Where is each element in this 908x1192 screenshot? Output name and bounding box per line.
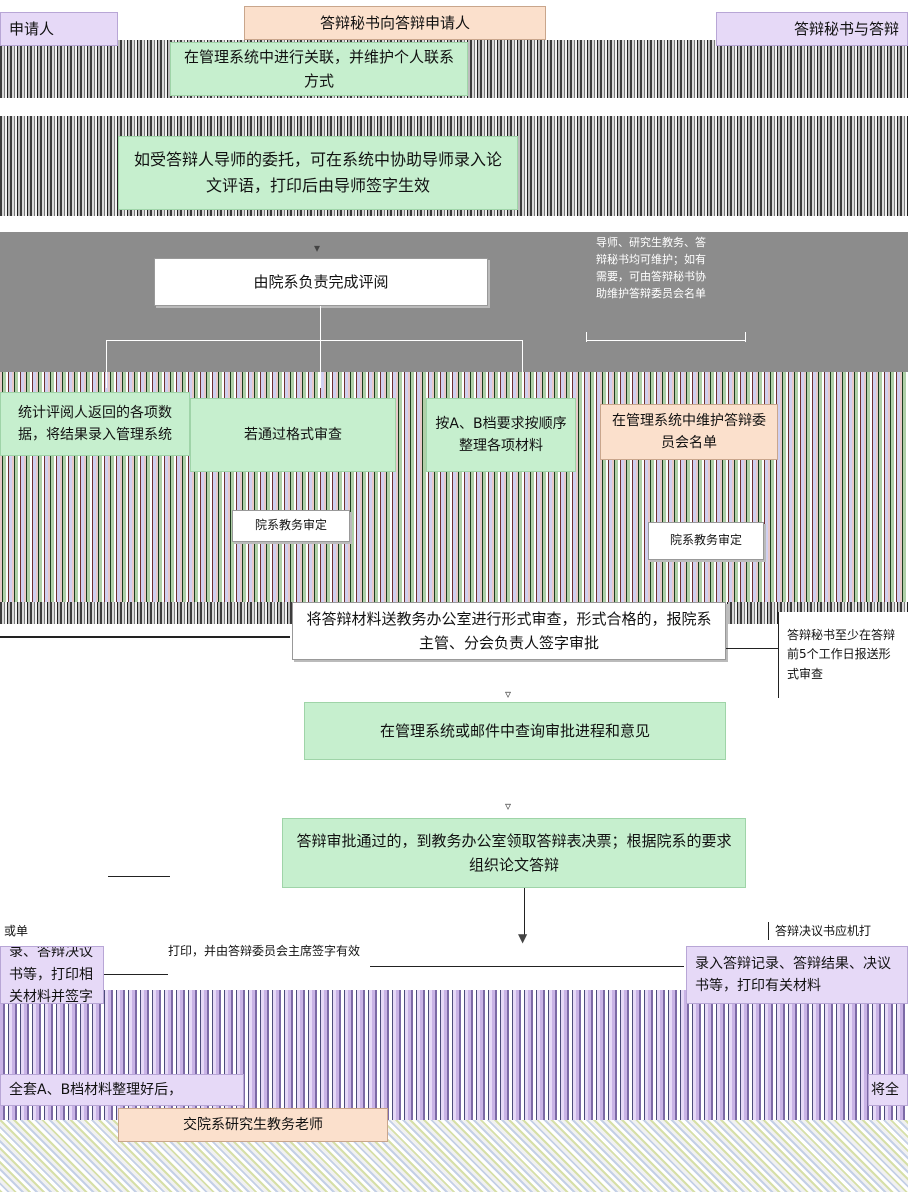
left-dash-line (0, 636, 290, 638)
format-check-box: 若通过格式审查 (190, 398, 396, 472)
format-check-text: 若通过格式审查 (244, 426, 342, 443)
hand-over-text: 交院系研究生教务老师 (183, 1116, 323, 1133)
branch-connector (106, 340, 522, 341)
sign-note-connector (104, 974, 168, 975)
ab-order-box: 按A、B档要求按顺序整理各项材料 (426, 398, 576, 472)
secretary-cut-text: 答辩秘书与答辩 (793, 20, 899, 38)
branch-connector (320, 340, 321, 388)
sign-note: 打印，并由答辩委员会主席签字有效 (168, 942, 368, 960)
arrow-down-icon: ▼ (518, 931, 528, 945)
stats-text: 统计评阅人返回的各项数据，将结果录入管理系统 (18, 404, 172, 443)
dept-approve-box-1: 院系教务审定 (232, 510, 350, 542)
down-connector (524, 888, 525, 936)
send-office-box: 将答辩材料送教务办公室进行形式审查，形式合格的，报院系主管、分会负责人签字审批 (292, 602, 726, 660)
dept-approve-text-1: 院系教务审定 (254, 518, 327, 533)
link-system-text: 在管理系统中进行关联，并维护个人联系方式 (183, 48, 454, 90)
organize-defense-text: 答辩审批通过的，到教务办公室领取答辩表决票；根据院系的要求组织论文答辩 (296, 832, 732, 874)
submit-note-text: 答辩秘书至少在答辩前5个工作日报送形式审查 (787, 628, 896, 681)
decision-note: 答辩决议书应机打 (768, 922, 908, 940)
dept-approve-box-2: 院系教务审定 (648, 522, 764, 560)
review-label-text: 或单 (4, 924, 29, 938)
archive-right-text: 将全 (871, 1081, 899, 1098)
ab-order-text: 按A、B档要求按顺序整理各项材料 (435, 415, 567, 454)
left-record-text: 录、答辩决议书等，打印相关材料并签字 (9, 946, 93, 1004)
top-cut-box: 答辩秘书向答辩申请人 (244, 6, 546, 40)
archive-left-box: 全套A、B档材料整理好后， (0, 1074, 244, 1106)
maintain-committee-box: 在管理系统中维护答辩委员会名单 (600, 404, 778, 460)
note-bracket-right (745, 332, 746, 342)
maintain-committee-text: 在管理系统中维护答辩委员会名单 (612, 412, 766, 451)
dept-approve-text-2: 院系教务审定 (669, 533, 742, 548)
secretary-note: 导师、研究生教务、答辩秘书均可维护；如有需要，可由答辩秘书协助维护答辩委员会名单 (596, 234, 708, 322)
submit-note-box: 答辩秘书至少在答辩前5个工作日报送形式审查 (778, 612, 908, 698)
applicant-cut-text: 申请人 (9, 20, 55, 38)
center-connector (370, 966, 684, 967)
note-bracket (586, 340, 746, 341)
organize-defense-box: 答辩审批通过的，到教务办公室领取答辩表决票；根据院系的要求组织论文答辩 (282, 818, 746, 888)
sign-note-text: 打印，并由答辩委员会主席签字有效 (168, 944, 361, 958)
right-record-box: 录入答辩记录、答辩结果、决议书等，打印有关材料 (686, 946, 908, 1004)
secretary-cut-box: 答辩秘书与答辩 (716, 12, 908, 46)
assist-tutor-box: 如受答辩人导师的委托，可在系统中协助导师录入论文评语，打印后由导师签字生效 (118, 136, 518, 210)
arrow-down-icon: ▿ (505, 799, 512, 813)
dept-review-box: 由院系负责完成评阅 (154, 258, 488, 306)
hand-over-box: 交院系研究生教务老师 (118, 1108, 388, 1142)
submit-note-connector (726, 648, 778, 649)
archive-right-box: 将全 (868, 1074, 908, 1106)
applicant-cut-box: 申请人 (0, 12, 118, 46)
send-office-text: 将答辩材料送教务办公室进行形式审查，形式合格的，报院系主管、分会负责人签字审批 (306, 610, 712, 652)
query-progress-text: 在管理系统或邮件中查询审批进程和意见 (379, 722, 650, 740)
branch-connector (106, 340, 107, 388)
link-system-box: 在管理系统中进行关联，并维护个人联系方式 (170, 42, 468, 96)
bg-noise-band (0, 482, 908, 602)
arrow-down-icon: ▾ (314, 241, 321, 255)
note-bracket-left (586, 332, 587, 342)
decision-note-text: 答辩决议书应机打 (775, 924, 872, 938)
assist-tutor-text: 如受答辩人导师的委托，可在系统中协助导师录入论文评语，打印后由导师签字生效 (133, 150, 502, 195)
stats-box: 统计评阅人返回的各项数据，将结果录入管理系统 (0, 392, 190, 456)
top-cut-text: 答辩秘书向答辩申请人 (319, 14, 470, 32)
query-progress-box: 在管理系统或邮件中查询审批进程和意见 (304, 702, 726, 760)
branch-connector (522, 340, 523, 388)
review-label: 或单 (4, 922, 28, 940)
right-record-text: 录入答辩记录、答辩结果、决议书等，打印有关材料 (695, 955, 891, 994)
dept-review-text: 由院系负责完成评阅 (253, 273, 389, 291)
dash-fragment (108, 876, 170, 877)
branch-connector (320, 306, 321, 340)
secretary-note-text: 导师、研究生教务、答辩秘书均可维护；如有需要，可由答辩秘书协助维护答辩委员会名单 (596, 236, 706, 301)
left-record-box: 录、答辩决议书等，打印相关材料并签字 (0, 946, 104, 1004)
archive-left-text: 全套A、B档材料整理好后， (9, 1081, 183, 1098)
arrow-down-icon: ▿ (505, 687, 512, 701)
